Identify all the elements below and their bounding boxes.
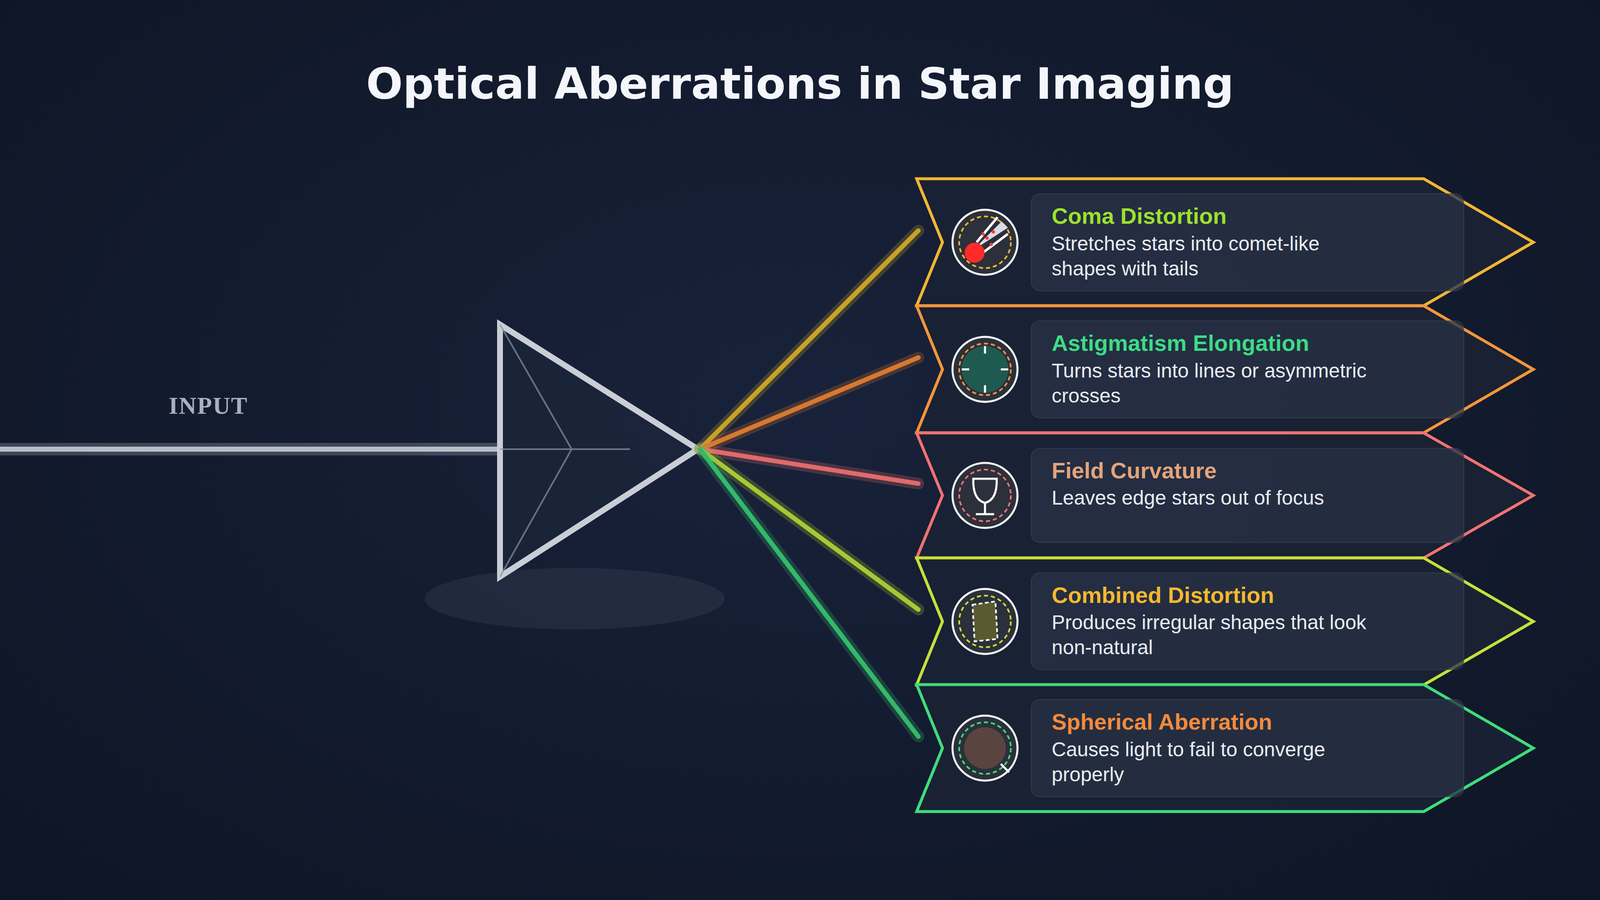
dispersed-ray: [700, 230, 919, 450]
dispersed-ray: [700, 449, 919, 737]
input-beam-glow: [0, 442, 500, 456]
aberration-heading: Combined Distortion: [1051, 581, 1451, 609]
aberration-band: Combined DistortionProduces irregular sh…: [916, 557, 1534, 685]
aberration-description: Produces irregular shapes that look non-…: [1051, 610, 1377, 660]
dispersed-rays: [700, 230, 919, 737]
text-card: Astigmatism ElongationTurns stars into l…: [1030, 320, 1465, 419]
text-card: Combined DistortionProduces irregular sh…: [1030, 572, 1465, 671]
input-beam: [0, 446, 500, 452]
aberration-heading: Coma Distortion: [1051, 202, 1451, 230]
aberration-icon: [952, 462, 1018, 528]
input-label: INPUT: [166, 391, 250, 420]
aberration-icon: [952, 209, 1018, 275]
ray-glow: [700, 230, 919, 450]
aberration-heading: Spherical Aberration: [1051, 708, 1451, 736]
dispersed-ray: [700, 357, 919, 450]
text-card: Field CurvatureLeaves edge stars out of …: [1030, 447, 1465, 543]
aberration-band: Astigmatism ElongationTurns stars into l…: [916, 305, 1534, 433]
aberration-icon: [952, 715, 1018, 781]
prism: [500, 324, 698, 577]
aberration-icon: [952, 588, 1018, 654]
aberration-icon: [952, 336, 1018, 402]
band-border: [916, 432, 1534, 558]
aberration-band: Field CurvatureLeaves edge stars out of …: [916, 432, 1534, 558]
band-border: [916, 557, 1534, 685]
band-border: [916, 305, 1534, 433]
ray-glow: [700, 357, 919, 450]
aberration-band: Coma DistortionStretches stars into come…: [916, 178, 1534, 306]
ray-glow: [700, 449, 919, 737]
text-card: Spherical AberrationCauses light to fail…: [1030, 699, 1465, 798]
aberration-heading: Field Curvature: [1051, 457, 1451, 485]
text-card: Coma DistortionStretches stars into come…: [1030, 193, 1465, 292]
aberration-band: Spherical AberrationCauses light to fail…: [916, 684, 1534, 812]
prism-facets: [500, 324, 630, 577]
aberration-description: Stretches stars into comet-like shapes w…: [1051, 231, 1377, 282]
aberration-description: Leaves edge stars out of focus: [1051, 485, 1377, 511]
aberration-heading: Astigmatism Elongation: [1051, 329, 1451, 357]
band-border: [916, 684, 1534, 812]
band-border: [916, 178, 1534, 306]
aberration-description: Turns stars into lines or asymmetric cro…: [1051, 358, 1377, 409]
aberration-description: Causes light to fail to converge properl…: [1051, 737, 1377, 788]
diagram-title: Optical Aberrations in Star Imaging: [0, 58, 1600, 110]
prism-shadow: [424, 567, 725, 630]
